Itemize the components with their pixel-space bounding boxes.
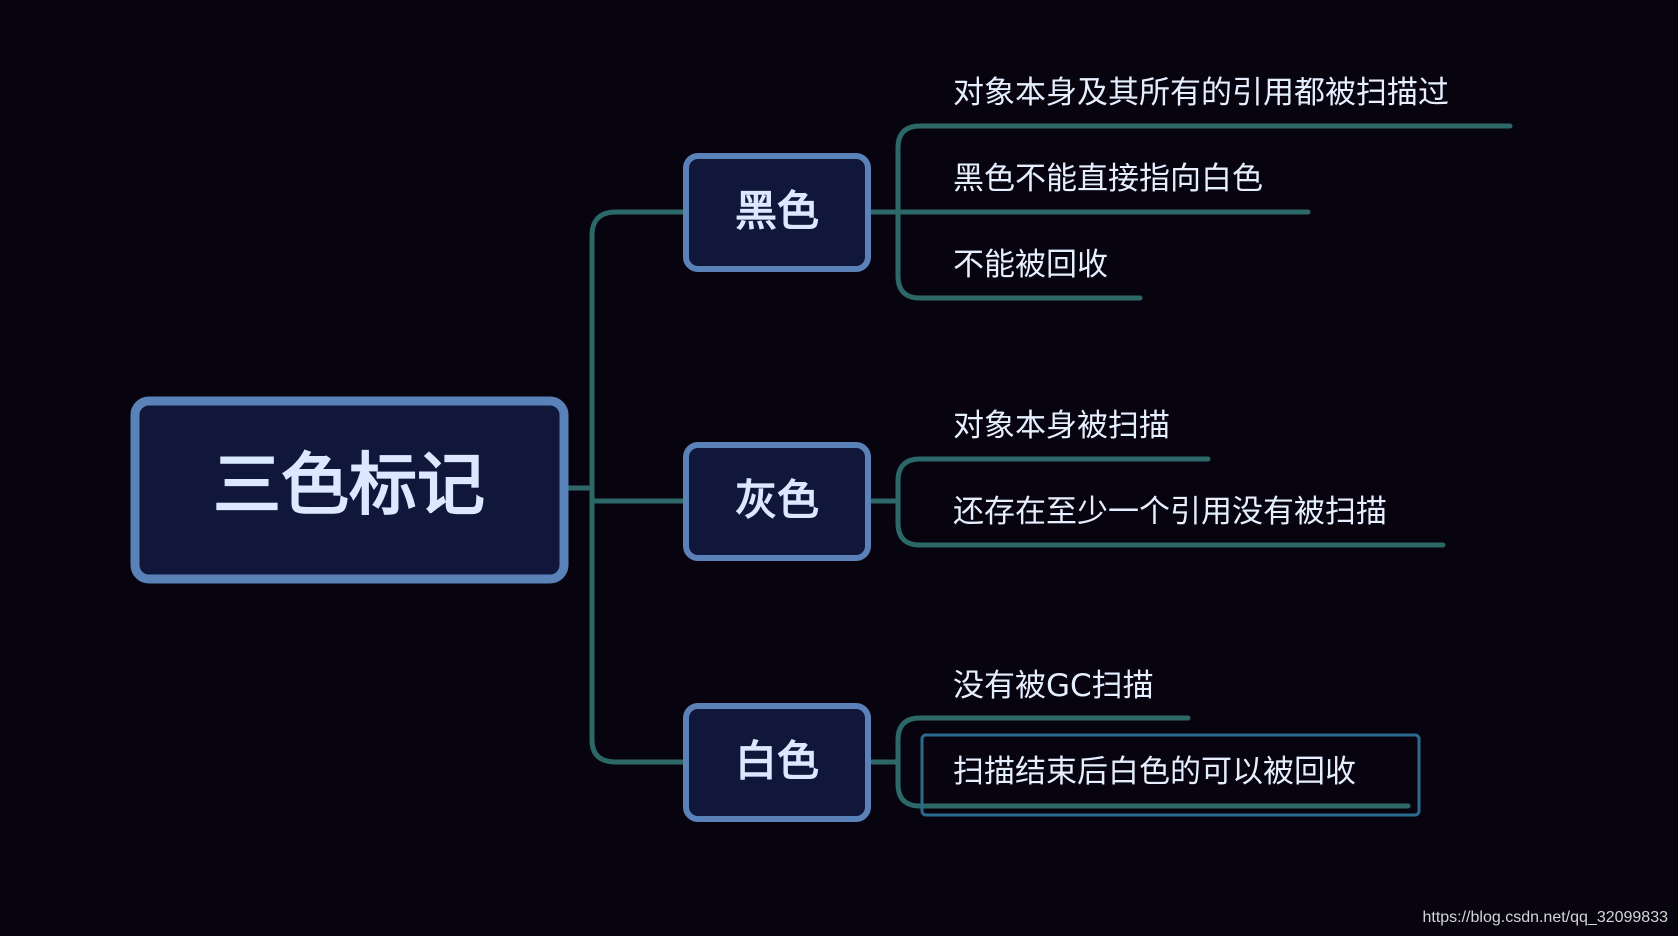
leaf-white-2[interactable]: 扫描结束后白色的可以被回收 bbox=[953, 754, 1356, 790]
root-node-label: 三色标记 bbox=[213, 447, 485, 526]
leaf-black-2[interactable]: 黑色不能直接指向白色 bbox=[953, 161, 1263, 197]
branch-node-white-box bbox=[683, 703, 871, 822]
branch-node-gray-box bbox=[683, 442, 871, 561]
branch-node-black[interactable]: 黑色 bbox=[683, 153, 871, 272]
branch-node-black-box bbox=[683, 153, 871, 272]
connector-white-leaf-1 bbox=[895, 715, 1191, 743]
leaf-white-2-selected[interactable]: 扫描结束后白色的可以被回收 bbox=[920, 733, 1421, 817]
leaf-black-1[interactable]: 对象本身及其所有的引用都被扫描过 bbox=[953, 75, 1449, 111]
leaf-gray-1[interactable]: 对象本身被扫描 bbox=[953, 408, 1170, 444]
root-node-box bbox=[130, 396, 569, 584]
branch-node-gray-label: 灰色 bbox=[735, 476, 819, 525]
leaf-white-1[interactable]: 没有被GC扫描 bbox=[953, 668, 1154, 704]
connector-black-leaf-1 bbox=[895, 123, 1513, 151]
selection-outline bbox=[920, 733, 1421, 817]
leaf-gray-2[interactable]: 还存在至少一个引用没有被扫描 bbox=[953, 494, 1387, 530]
watermark-text: https://blog.csdn.net/qq_32099833 bbox=[1422, 909, 1668, 926]
root-node[interactable]: 三色标记 bbox=[130, 396, 569, 584]
leaf-black-3[interactable]: 不能被回收 bbox=[953, 247, 1108, 283]
branch-node-white-label: 白色 bbox=[735, 737, 819, 786]
branch-node-black-label: 黑色 bbox=[735, 187, 819, 236]
branch-node-gray[interactable]: 灰色 bbox=[683, 442, 871, 561]
connector-gray-leaf-2 bbox=[895, 478, 1446, 548]
branch-node-white[interactable]: 白色 bbox=[683, 703, 871, 822]
connectors bbox=[563, 123, 1513, 809]
connector-gray-leaf-1 bbox=[895, 456, 1211, 484]
connector-trunk-vertical bbox=[589, 209, 687, 765]
connector-black-leaf-2 bbox=[895, 145, 1143, 301]
connector-white-leaf-2 bbox=[895, 737, 1411, 809]
